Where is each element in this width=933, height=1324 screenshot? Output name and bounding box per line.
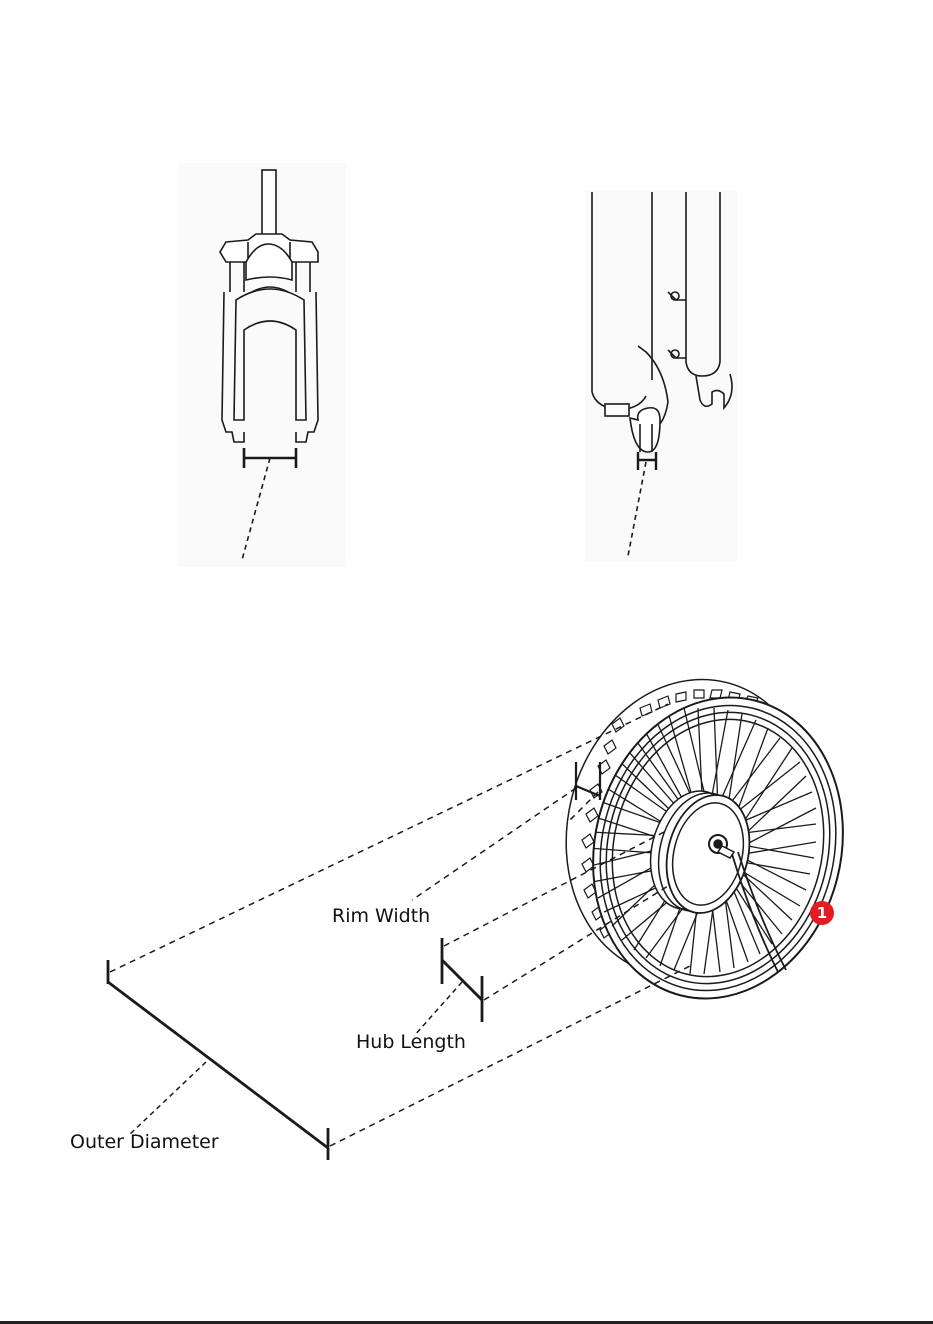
outer-diameter-line <box>108 982 328 1148</box>
callout-badge: 1 <box>810 901 834 925</box>
outer-diameter-label: Outer Diameter <box>70 1133 219 1152</box>
fork-dropout-side-view <box>585 190 737 562</box>
hub-motor-wheel <box>535 653 874 1025</box>
hub-length-line <box>442 960 482 1000</box>
hub-length-label: Hub Length <box>356 1033 466 1052</box>
fork-front-view <box>178 163 346 567</box>
rim-width-label: Rim Width <box>332 907 430 926</box>
